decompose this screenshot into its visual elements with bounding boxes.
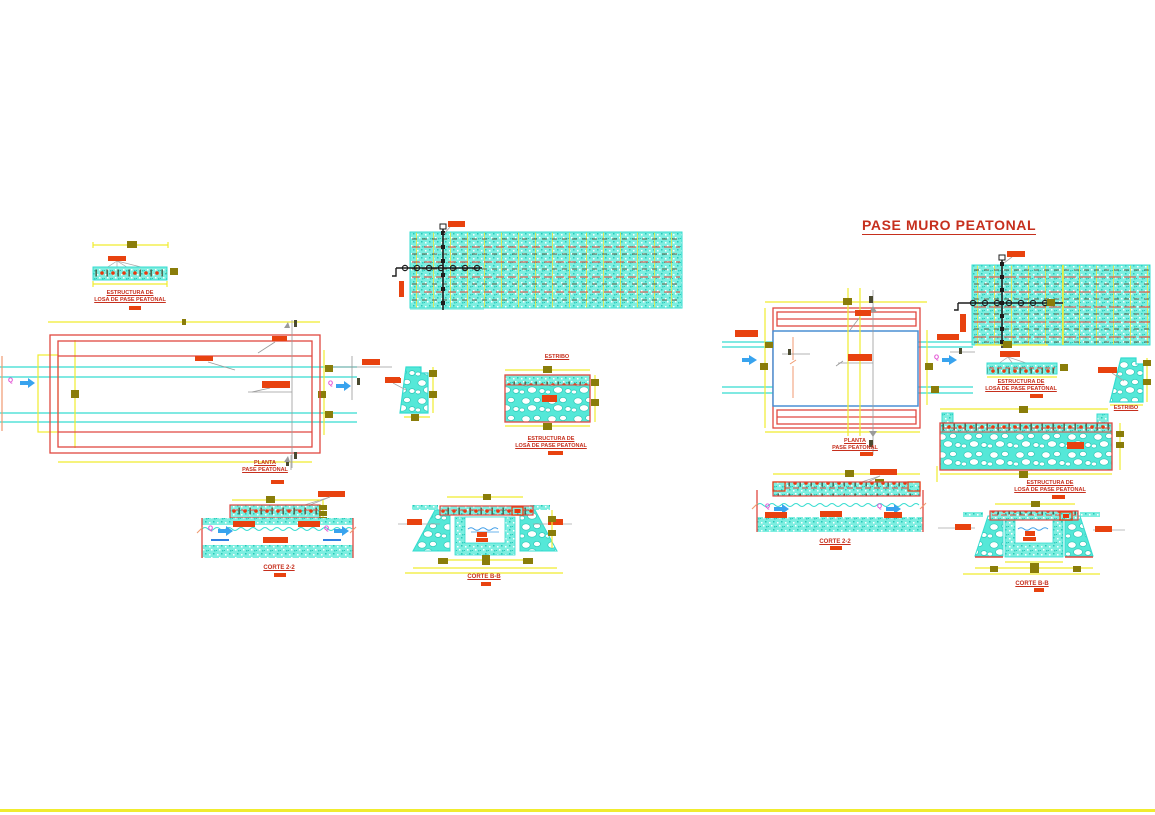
scale-block [481, 582, 491, 586]
flow-arrow [336, 381, 351, 391]
left-rebar-grid [392, 221, 683, 310]
water-note-mark [323, 539, 341, 541]
left-wingwall-section [385, 366, 437, 421]
label-blocks [735, 310, 959, 361]
caption-left-abutment-slab: ESTRUCTURA DE LOSA DE PASE PEATONAL [515, 436, 587, 449]
flow-arrow [218, 526, 233, 536]
caption-right-plan: PLANTA PASE PEATONAL [832, 438, 878, 451]
caption-right-abutment-slab: ESTRUCTURA DE LOSA DE PASE PEATONAL [1014, 480, 1086, 493]
caption-left-estribo: ESTRIBO [544, 354, 570, 360]
caption-left-plan: PLANTA PASE PEATONAL [242, 460, 288, 473]
label-block [1000, 351, 1020, 357]
left-abutment-slab [504, 366, 599, 455]
dim-text-blocks [760, 298, 939, 393]
caption-right-slab-strip: ESTRUCTURA DE LOSA DE PASE PEATONAL [985, 379, 1057, 392]
scale-block [830, 546, 842, 550]
flow-label-q: Q [765, 503, 771, 510]
water-line [1017, 527, 1049, 531]
left-corte-2-2 [196, 491, 357, 577]
flow-arrow [886, 504, 901, 514]
flow-arrow [334, 526, 349, 536]
caption-left-slab-detail: ESTRUCTURA DE LOSA DE PASE PEATONAL [94, 290, 166, 303]
horizontal-rebar-bar [392, 264, 482, 277]
flow-arrow [742, 355, 757, 365]
label-blocks [765, 511, 902, 518]
caption-left-corte-b-b: CORTE B-B [467, 574, 501, 580]
dim-text-blocks [71, 319, 333, 418]
flow-arrow [20, 378, 35, 388]
section-marks [286, 320, 360, 466]
left-plan-view [0, 319, 401, 484]
caption-right-corte-b-b: CORTE B-B [1015, 581, 1049, 587]
label-blocks [195, 336, 401, 388]
right-abutment-slab [939, 406, 1124, 499]
scale-block [1052, 495, 1065, 499]
scale-block [1030, 394, 1043, 398]
label-block [318, 491, 345, 497]
flow-label-q: Q [208, 525, 214, 532]
channel-lines [0, 366, 357, 423]
slab-outline [49, 334, 321, 454]
section-marks [788, 296, 962, 447]
label-block [399, 281, 404, 297]
label-block [108, 256, 126, 261]
slab-panel [772, 330, 919, 407]
label-block [955, 524, 971, 530]
flow-arrow [942, 355, 957, 365]
flow-label-q: Q [877, 503, 883, 510]
label-block [542, 395, 557, 402]
horizontal-rebar-bar [954, 299, 1063, 311]
scale-block [1034, 588, 1044, 592]
right-plan-view [722, 288, 975, 456]
label-block [407, 519, 422, 525]
right-slab-strip-detail [975, 341, 1068, 398]
label-block [1095, 526, 1112, 532]
scale-block [860, 452, 873, 456]
label-block [448, 221, 465, 227]
label-block [870, 469, 897, 475]
label-block [1007, 251, 1025, 257]
left-corte-b-b [398, 494, 572, 586]
leaders-and-section-lines [782, 290, 975, 455]
left-slab-detail [92, 241, 178, 310]
water-line [756, 503, 920, 507]
caption-left-corte-2-2: CORTE 2-2 [263, 565, 295, 571]
dim-text-block [127, 241, 137, 248]
dim-text-block [170, 268, 178, 275]
caption-right-estribo: ESTRIBO [1113, 405, 1139, 411]
caption-right-corte-2-2: CORTE 2-2 [819, 539, 851, 545]
right-corte-2-2 [751, 466, 938, 550]
flow-label-q: Q [8, 377, 14, 384]
right-corte-b-b [938, 501, 1125, 592]
label-blocks [233, 521, 320, 543]
flow-arrow [774, 504, 789, 514]
flow-label-q: Q [934, 354, 940, 361]
flow-label-q: Q [328, 380, 334, 387]
label-block [960, 314, 966, 332]
label-block [1098, 367, 1117, 373]
scale-block [274, 573, 286, 577]
leaders-and-section-lines [207, 320, 392, 470]
label-block [1067, 442, 1084, 449]
scale-block [548, 451, 563, 455]
water-line [467, 527, 499, 531]
label-block [385, 377, 400, 383]
scale-block [271, 480, 284, 484]
water-note-mark [211, 539, 229, 541]
frame-border-bottom [0, 809, 1155, 812]
scale-block [129, 306, 141, 310]
right-wingwall-section [1098, 357, 1151, 406]
drawing-title: PASE MURO PEATONAL [862, 217, 1037, 235]
right-rebar-grid [954, 251, 1151, 348]
flow-label-q: Q [324, 525, 330, 532]
